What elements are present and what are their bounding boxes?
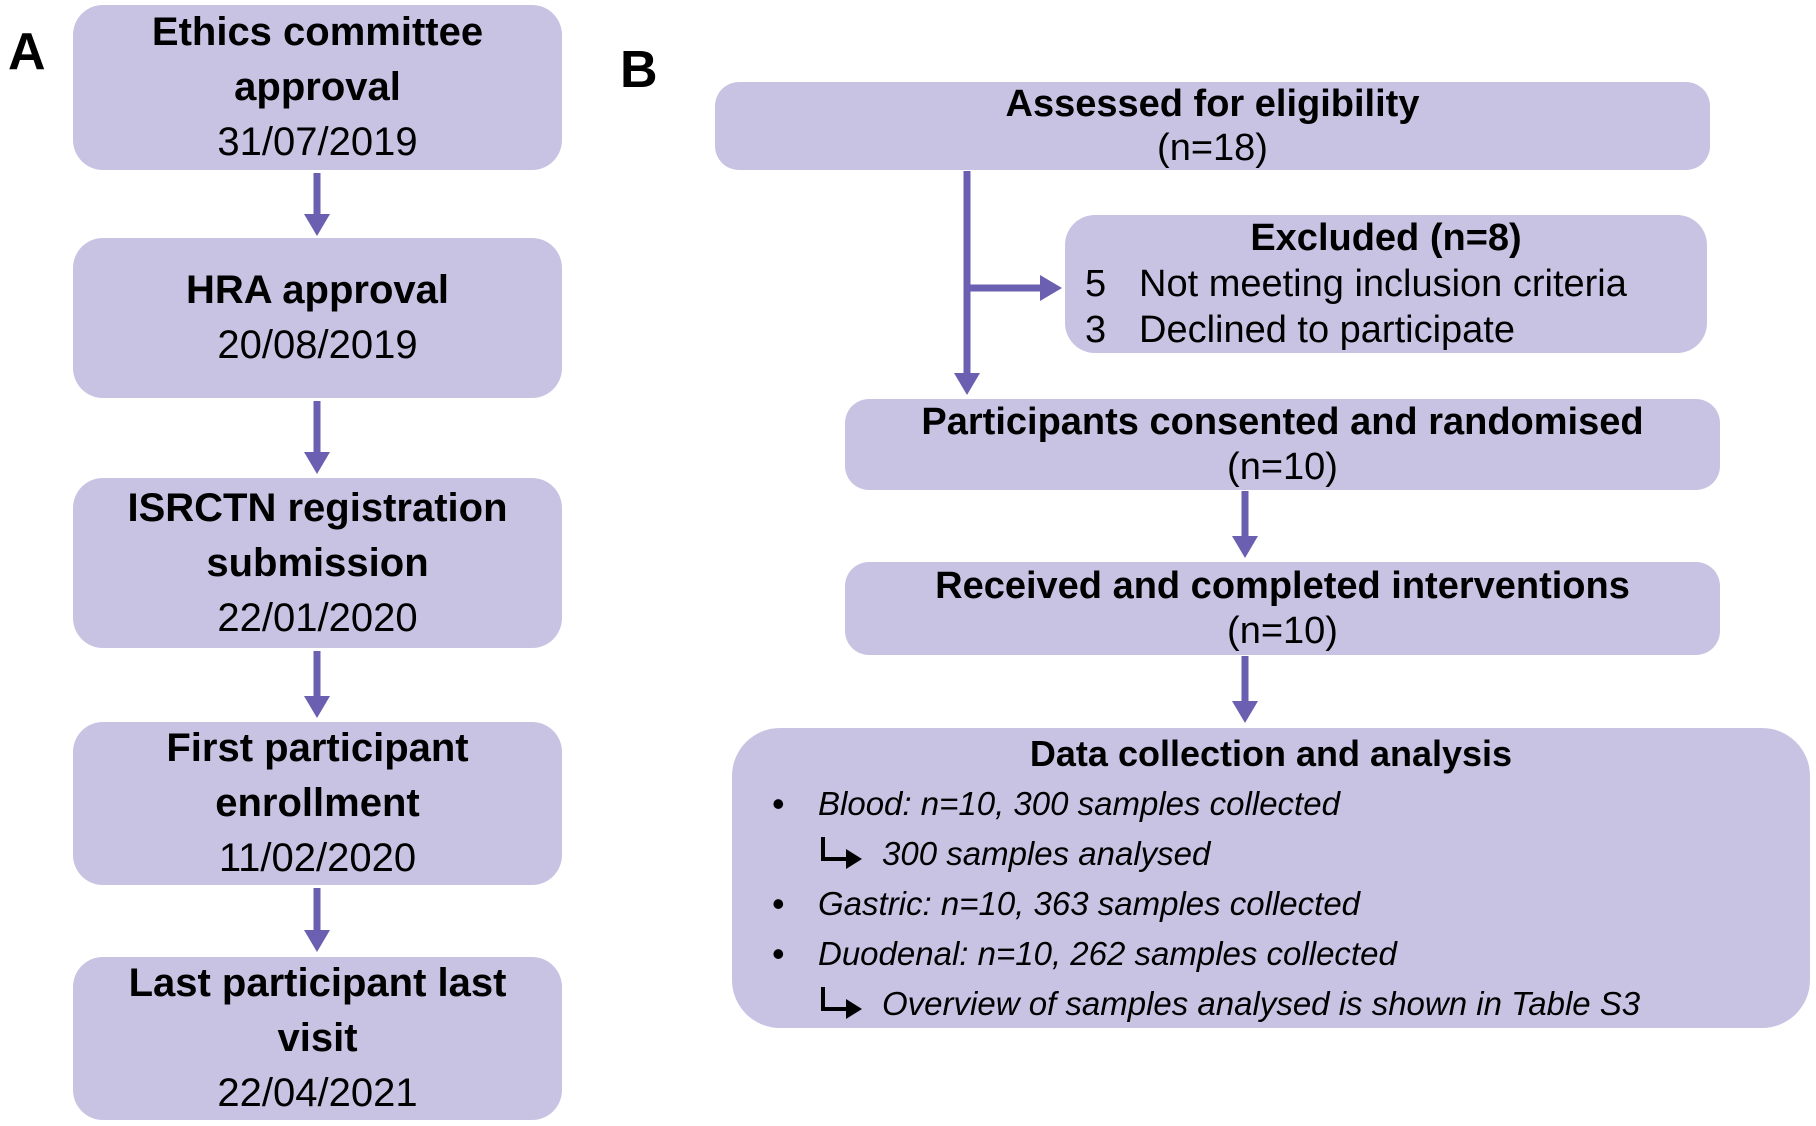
box-title-line: ISRCTN registration <box>127 485 508 530</box>
excluded-item-count: 5 <box>1085 263 1107 305</box>
box-date: 31/07/2019 <box>217 120 418 164</box>
box-title-line: enrollment <box>215 781 420 825</box>
excluded-item-reason: Not meeting inclusion criteria <box>1139 263 1627 305</box>
flow-box-assessed-for-eligibility: Assessed for eligibility (n=18) <box>715 82 1710 170</box>
box-date: 22/04/2021 <box>217 1071 418 1115</box>
data-bullet-gastric: • Gastric: n=10, 363 samples collected <box>732 878 1810 928</box>
box-date: 22/01/2020 <box>217 595 418 640</box>
arrow-first-to-last <box>304 888 330 952</box>
bullet-text: Gastric: n=10, 363 samples collected <box>818 884 1361 922</box>
arrow-assessed-to-consented <box>954 171 980 395</box>
flow-box-last-participant-last-visit: Last participant last visit 22/04/2021 <box>73 957 562 1120</box>
box-n-count: (n=10) <box>1227 445 1338 488</box>
data-bullet-blood: • Blood: n=10, 300 samples collected <box>732 778 1810 828</box>
box-n-count: (n=18) <box>1157 127 1268 169</box>
flow-box-data-collection-analysis: Data collection and analysis • Blood: n=… <box>732 728 1810 1028</box>
flow-box-excluded: Excluded (n=8) 5 Not meeting inclusion c… <box>1065 215 1707 353</box>
arrow-consented-to-interventions <box>1232 491 1258 558</box>
box-title: Excluded (n=8) <box>1250 217 1522 259</box>
box-title: Received and completed interventions <box>935 564 1630 607</box>
return-arrow-icon <box>821 987 862 1019</box>
data-subline-duodenal-overview: Overview of samples analysed is shown in… <box>732 978 1810 1028</box>
subline-text: Overview of samples analysed is shown in… <box>882 984 1641 1022</box>
subline-text: 300 samples analysed <box>882 834 1211 872</box>
box-title-line: Ethics committee <box>151 10 484 54</box>
box-title-line: First participant <box>166 726 469 770</box>
data-bullet-duodenal: • Duodenal: n=10, 262 samples collected <box>732 928 1810 978</box>
flow-box-isrctn-registration: ISRCTN registration submission 22/01/202… <box>73 478 562 648</box>
arrow-ethics-to-hra <box>304 173 330 236</box>
return-arrow-icon <box>821 837 862 869</box>
flow-box-consented-randomised: Participants consented and randomised (n… <box>845 399 1720 490</box>
panel-b-label: B <box>620 41 658 99</box>
bullet-text: Blood: n=10, 300 samples collected <box>818 784 1340 822</box>
box-title-line: visit <box>277 1016 358 1060</box>
arrow-branch-to-excluded <box>964 275 1062 301</box>
bullet-icon: • <box>772 932 785 974</box>
flow-box-hra-approval: HRA approval 20/08/2019 <box>73 238 562 398</box>
arrow-isrctn-to-first <box>304 651 330 718</box>
bullet-icon: • <box>772 782 785 824</box>
flow-box-received-completed-interventions: Received and completed interventions (n=… <box>845 562 1720 655</box>
box-title: Participants consented and randomised <box>921 400 1644 443</box>
panel-a-label: A <box>8 23 46 81</box>
flow-box-ethics-approval: Ethics committee approval 31/07/2019 <box>73 5 562 170</box>
box-date: 11/02/2020 <box>218 836 417 880</box>
box-title-line: HRA approval <box>185 268 449 312</box>
box-title-line: Last participant last <box>128 961 507 1005</box>
box-title: Data collection and analysis <box>1029 733 1513 774</box>
box-title-line: approval <box>234 65 401 109</box>
box-n-count: (n=10) <box>1227 609 1338 652</box>
bullet-icon: • <box>772 882 785 924</box>
data-subline-blood-analysed: 300 samples analysed <box>732 828 1810 878</box>
excluded-item-count: 3 <box>1085 309 1107 351</box>
box-title: Assessed for eligibility <box>1005 83 1420 125</box>
box-date: 20/08/2019 <box>217 323 418 367</box>
excluded-item-reason: Declined to participate <box>1139 309 1515 351</box>
excluded-item: 3 Declined to participate <box>1065 307 1707 353</box>
arrow-interventions-to-data <box>1232 656 1258 723</box>
arrow-hra-to-isrctn <box>304 401 330 474</box>
bullet-text: Duodenal: n=10, 262 samples collected <box>818 934 1397 972</box>
box-title-line: submission <box>206 540 429 585</box>
flow-box-first-participant-enrollment: First participant enrollment 11/02/2020 <box>73 722 562 885</box>
excluded-item: 5 Not meeting inclusion criteria <box>1065 261 1707 307</box>
